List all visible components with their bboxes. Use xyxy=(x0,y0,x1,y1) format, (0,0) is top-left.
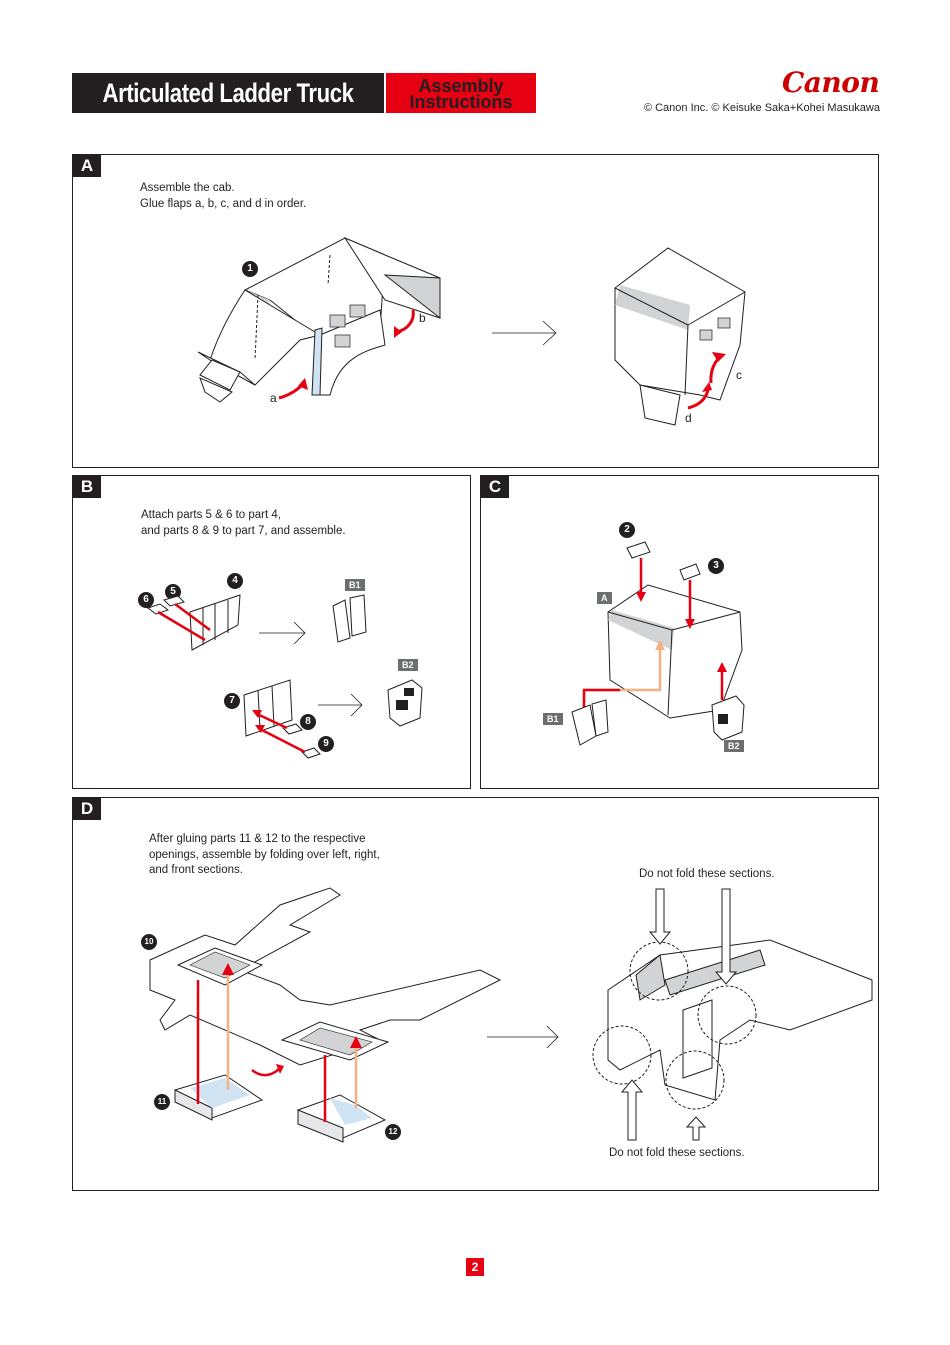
part-number-10: 10 xyxy=(141,934,157,950)
part-number-8: 8 xyxy=(300,714,316,730)
part-number-3: 3 xyxy=(708,558,724,574)
tag-a: A xyxy=(597,592,612,604)
part-number-4: 4 xyxy=(227,573,243,589)
part-number-11: 11 xyxy=(154,1094,170,1110)
part-number-12: 12 xyxy=(385,1124,401,1140)
section-a-instructions: Assemble the cab. Glue flaps a, b, c, an… xyxy=(140,182,307,210)
flap-label-c: c xyxy=(736,368,742,382)
tag-b2-c: B2 xyxy=(724,740,744,752)
flap-label-d: d xyxy=(685,411,692,425)
tag-b2: B2 xyxy=(398,659,418,671)
note-do-not-fold-top: Do not fold these sections. xyxy=(639,868,775,880)
part-number-9: 9 xyxy=(318,736,334,752)
flap-label-b: b xyxy=(419,311,426,325)
part-number-6: 6 xyxy=(138,592,154,608)
part-number-7: 7 xyxy=(224,693,240,709)
flap-label-a: a xyxy=(270,391,277,405)
section-c-badge: C xyxy=(481,476,509,498)
tag-b1-c: B1 xyxy=(543,713,563,725)
note-do-not-fold-bottom: Do not fold these sections. xyxy=(609,1147,745,1159)
section-b-instructions: Attach parts 5 & 6 to part 4, and parts … xyxy=(141,509,346,537)
section-b-badge: B xyxy=(73,476,101,498)
section-b-panel xyxy=(72,475,471,789)
page-number: 2 xyxy=(466,1258,484,1276)
section-a-panel xyxy=(72,154,879,468)
copyright-notice: © Canon Inc. © Keisuke Saka+Kohei Masuka… xyxy=(643,102,880,114)
part-number-1: 1 xyxy=(242,261,258,277)
section-a-badge: A xyxy=(73,155,101,177)
canon-logo: Canon xyxy=(782,66,880,99)
section-d-badge: D xyxy=(73,798,101,820)
tag-b1: B1 xyxy=(345,579,365,591)
assembly-instructions-label: Assembly Instructions xyxy=(386,73,536,113)
section-d-instructions: After gluing parts 11 & 12 to the respec… xyxy=(149,833,380,876)
document-title: Articulated Ladder Truck xyxy=(72,73,384,113)
part-number-2: 2 xyxy=(619,522,635,538)
